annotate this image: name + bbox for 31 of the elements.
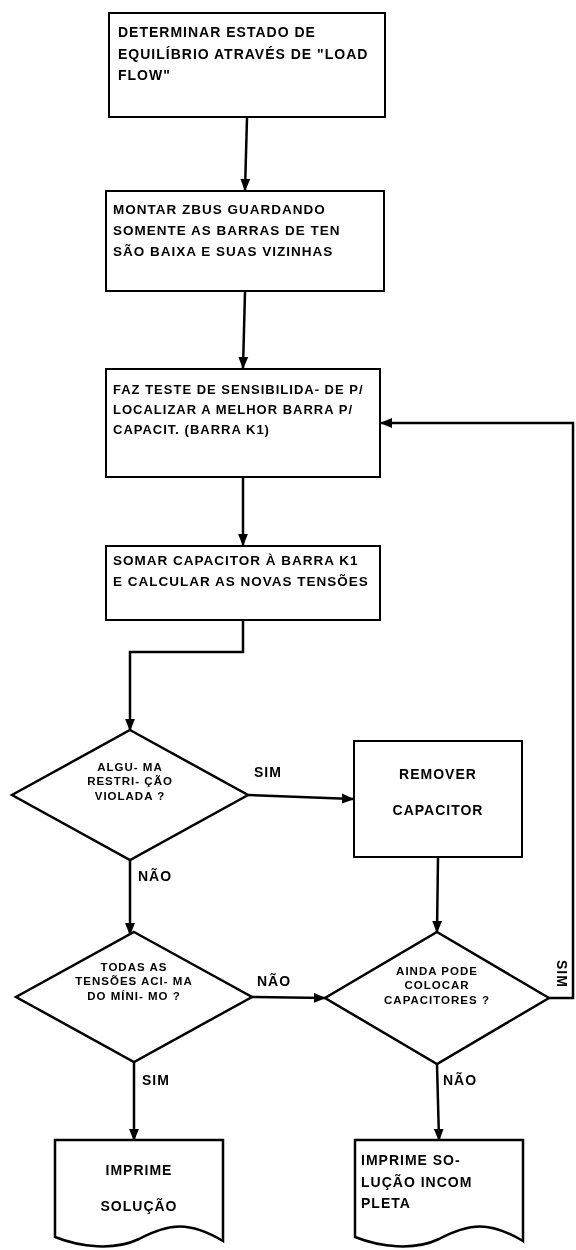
step-text: MONTAR ZBUS GUARDANDO SOMENTE AS BARRAS DE TEN SÃO BAIXA E SUAS VIZINHAS	[113, 201, 342, 261]
step-text: IMPRIME SOLUÇÃO	[99, 1161, 179, 1217]
step-text: FAZ TESTE DE SENSIBILIDA- DE P/ LOCALIZAR A MELHOR BARRA P/ CAPACIT. (BARRA K1)	[113, 381, 365, 440]
arrow	[125, 860, 135, 936]
decision-diamond	[325, 932, 549, 1064]
process-box	[105, 368, 381, 478]
arrow	[240, 117, 251, 192]
arrow	[252, 992, 327, 1003]
step-text: TODAS AS TENSÕES ACI- MA DO MÍNI- MO ?	[74, 960, 194, 1004]
step-text: SOMAR CAPACITOR À BARRA K1 E CALCULAR AS NOVAS TENSÕES	[113, 552, 370, 591]
step-text: REMOVER CAPACITOR	[391, 765, 485, 821]
process-box	[105, 545, 381, 621]
arrow	[125, 621, 245, 732]
document-shape	[355, 1140, 523, 1245]
arrow	[247, 793, 355, 804]
process-box	[108, 12, 386, 118]
document-shape	[55, 1140, 223, 1245]
step-text: IMPRIME SO- LUÇÃO INCOM PLETA	[361, 1151, 474, 1214]
step-text: ALGU- MA RESTRI- ÇÃO VIOLADA ?	[86, 760, 174, 804]
process-box	[105, 190, 385, 292]
process-box	[353, 740, 523, 858]
decision-diamond	[12, 730, 248, 860]
arrow	[129, 1062, 139, 1142]
arrow	[379, 418, 575, 1000]
arrow	[433, 1063, 444, 1142]
arrow	[238, 291, 249, 370]
arrow	[238, 478, 248, 547]
step-text: DETERMINAR ESTADO DE EQUILÍBRIO ATRAVÉS DE "LOAD FLOW"	[118, 23, 370, 86]
decision-diamond	[16, 932, 252, 1062]
arrow	[432, 858, 443, 934]
step-text: AINDA PODE COLOCAR CAPACITORES ?	[383, 964, 491, 1008]
